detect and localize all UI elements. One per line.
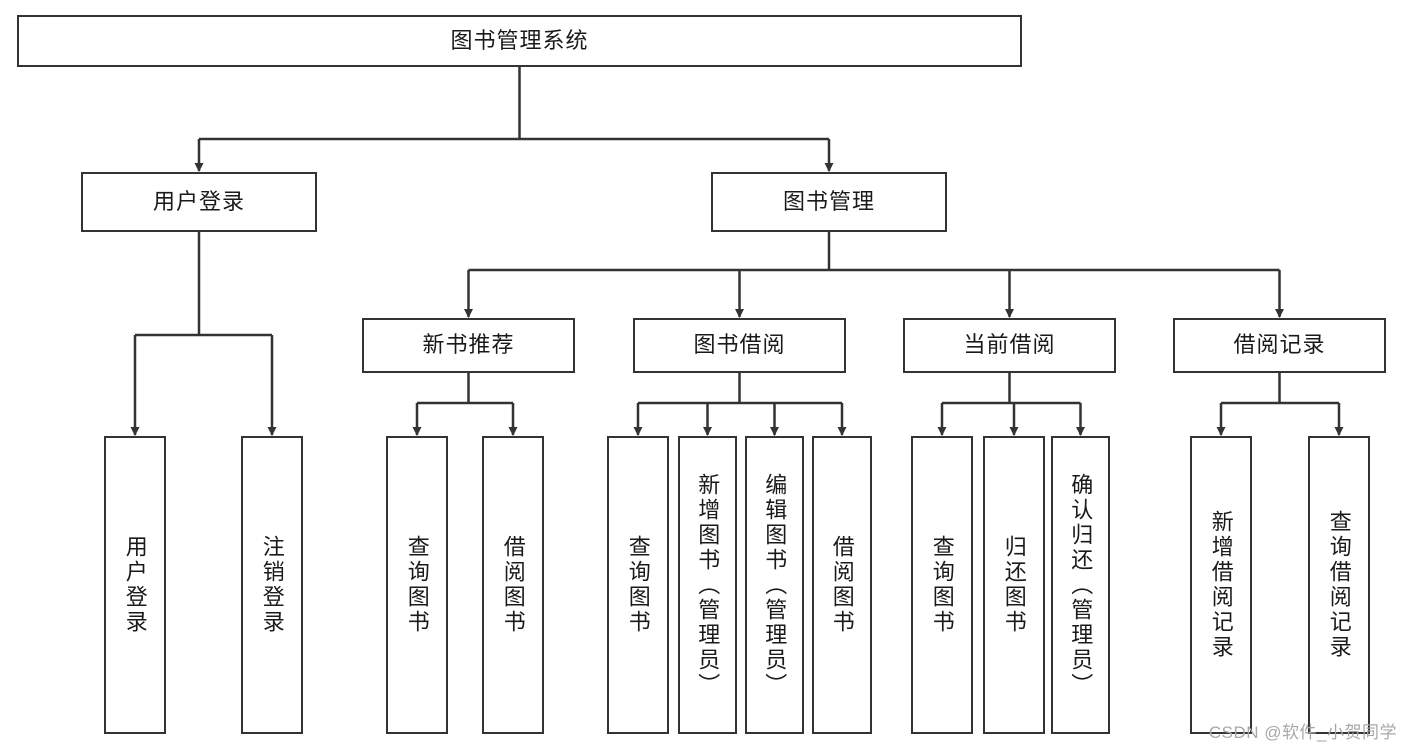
edge-group [130,67,1344,436]
node-leaf-rec-borrow[interactable]: 借阅图书 [482,436,544,734]
node-leaf-user-login[interactable]: 用户登录 [104,436,166,734]
node-leaf-cur-confirm[interactable]: 确认归还（管理员） [1051,436,1110,734]
node-label: 图书管理系统 [450,27,589,53]
node-label: 注销登录 [259,535,285,635]
node-label: 查询图书 [625,535,651,635]
node-book-manage[interactable]: 图书管理 [711,172,947,232]
node-label: 用户登录 [152,188,245,214]
node-label: 新增借阅记录 [1208,510,1234,660]
node-label: 新书推荐 [422,332,515,358]
node-leaf-rec-query[interactable]: 查询图书 [386,436,448,734]
node-label: 图书管理 [782,188,875,214]
node-leaf-cur-return[interactable]: 归还图书 [983,436,1045,734]
node-user-login[interactable]: 用户登录 [81,172,317,232]
node-borrow-record[interactable]: 借阅记录 [1173,318,1386,373]
node-leaf-borrow-edit[interactable]: 编辑图书（管理员） [745,436,804,734]
node-book-borrow[interactable]: 图书借阅 [633,318,846,373]
node-label: 借阅图书 [500,535,526,635]
node-label: 新增图书（管理员） [695,472,721,698]
node-label: 编辑图书（管理员） [762,472,788,698]
node-label: 查询借阅记录 [1326,510,1352,660]
node-label: 查询图书 [929,535,955,635]
node-leaf-borrow-do[interactable]: 借阅图书 [812,436,872,734]
node-leaf-rec-add[interactable]: 新增借阅记录 [1190,436,1252,734]
node-label: 借阅记录 [1233,332,1326,358]
node-leaf-borrow-add[interactable]: 新增图书（管理员） [678,436,737,734]
node-label: 图书借阅 [693,332,786,358]
node-leaf-rec-query2[interactable]: 查询借阅记录 [1308,436,1370,734]
node-leaf-cur-query[interactable]: 查询图书 [911,436,973,734]
node-current-borrow[interactable]: 当前借阅 [903,318,1116,373]
node-new-book-rec[interactable]: 新书推荐 [362,318,575,373]
node-label: 借阅图书 [829,535,855,635]
node-root[interactable]: 图书管理系统 [17,15,1022,67]
node-label: 确认归还（管理员） [1068,472,1094,698]
node-label: 归还图书 [1001,535,1027,635]
node-label: 当前借阅 [963,332,1056,358]
node-label: 用户登录 [122,535,148,635]
node-leaf-user-logout[interactable]: 注销登录 [241,436,303,734]
node-leaf-borrow-query[interactable]: 查询图书 [607,436,669,734]
node-label: 查询图书 [404,535,430,635]
